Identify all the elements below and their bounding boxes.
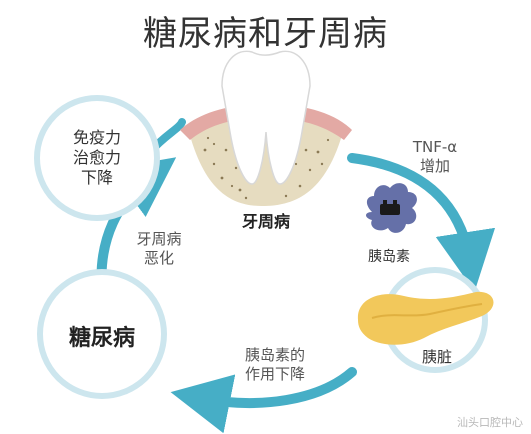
immunity-label: 免疫力 治愈力 下降 — [47, 128, 147, 188]
arrow-tooth-to-pancreas — [347, 153, 496, 292]
immunity-line-1: 免疫力 — [72, 128, 121, 147]
pancreas-label: 胰脏 — [421, 348, 452, 366]
diabetes-ring — [37, 269, 167, 399]
tnf-label: TNF-α 增加 — [400, 138, 470, 176]
insulin-effect-line-2: 作用下降 — [244, 365, 305, 383]
arrow-pancreas-to-diabetes — [170, 367, 357, 434]
insulin-icon — [366, 183, 417, 233]
tooth-illustration — [180, 50, 352, 206]
immunity-line-3: 下降 — [80, 168, 113, 187]
worsen-line-1: 牙周病 — [136, 230, 182, 248]
watermark: 汕头口腔中心 — [457, 416, 523, 429]
periodontal-label: 牙周病 — [241, 212, 290, 231]
insulin-effect-label: 胰岛素的 作用下降 — [230, 346, 320, 384]
tnf-line-2: 增加 — [419, 157, 450, 175]
immunity-line-2: 治愈力 — [72, 148, 121, 167]
insulin-effect-line-1: 胰岛素的 — [244, 346, 305, 364]
immunity-ring — [34, 95, 160, 221]
tnf-line-1: TNF-α — [412, 138, 458, 156]
worsen-label: 牙周病 恶化 — [124, 230, 194, 268]
worsen-line-2: 恶化 — [143, 249, 174, 267]
insulin-label: 胰岛素 — [368, 249, 410, 265]
page-title: 糖尿病和牙周病 — [143, 14, 388, 54]
pancreas-illustration — [357, 291, 494, 345]
diabetes-label: 糖尿病 — [68, 326, 135, 351]
